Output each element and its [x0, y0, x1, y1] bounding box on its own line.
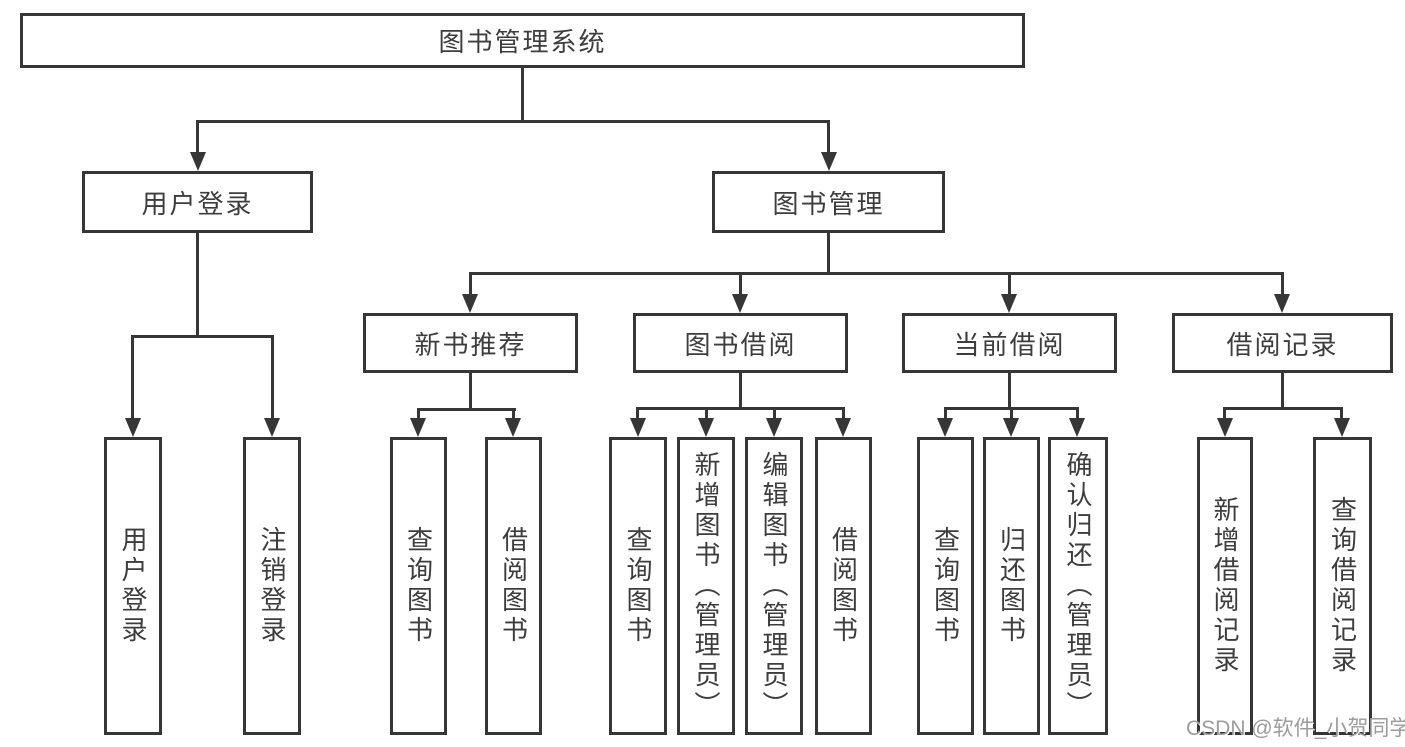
- arrowhead-icon: [1217, 418, 1233, 437]
- connector-segment: [1223, 407, 1226, 420]
- leaf-confirm-return-admin: 确认归还（管理员）: [1048, 437, 1108, 735]
- leaf-add-books-admin: 新增图书（管理员）: [677, 437, 735, 735]
- arrowhead-icon: [732, 294, 748, 313]
- connector-segment: [739, 373, 742, 410]
- node-user-login: 用户登录: [82, 171, 313, 233]
- connector-segment: [271, 335, 274, 418]
- connector-segment: [944, 407, 947, 420]
- connector-segment: [1223, 407, 1343, 410]
- node-new-book-recommend: 新书推荐: [363, 313, 578, 373]
- connector-segment: [1076, 407, 1079, 420]
- connector-segment: [705, 407, 708, 420]
- arrowhead-icon: [462, 294, 478, 313]
- connector-segment: [827, 233, 830, 274]
- node-current-borrow: 当前借阅: [902, 313, 1117, 373]
- connector-segment: [469, 373, 472, 411]
- leaf-query-books-recommend: 查询图书: [390, 437, 447, 735]
- connector-segment: [417, 408, 420, 420]
- arrowhead-icon: [1003, 418, 1019, 437]
- leaf-query-books-borrow: 查询图书: [609, 437, 667, 735]
- connector-segment: [842, 407, 845, 420]
- arrowhead-icon: [1069, 418, 1085, 437]
- arrowhead-icon: [698, 418, 714, 437]
- connector-segment: [636, 407, 639, 420]
- connector-segment: [196, 120, 830, 123]
- connector-segment: [196, 120, 199, 154]
- arrowhead-icon: [1001, 294, 1017, 313]
- arrowhead-icon: [410, 418, 426, 437]
- connector-segment: [827, 120, 830, 154]
- leaf-query-books-current: 查询图书: [917, 437, 974, 735]
- arrowhead-icon: [766, 418, 782, 437]
- connector-segment: [417, 408, 516, 411]
- node-book-borrow: 图书借阅: [633, 313, 848, 373]
- arrowhead-icon: [125, 418, 141, 437]
- leaf-logout: 注销登录: [243, 437, 301, 735]
- arrowhead-icon: [1274, 294, 1290, 313]
- leaf-user-login: 用户登录: [104, 437, 162, 735]
- leaf-query-borrow-record: 查询借阅记录: [1313, 437, 1372, 735]
- arrowhead-icon: [190, 152, 206, 171]
- connector-segment: [131, 335, 134, 418]
- leaf-edit-books-admin: 编辑图书（管理员）: [745, 437, 803, 735]
- leaf-borrow-books-recommend: 借阅图书: [485, 437, 542, 735]
- node-borrow-records: 借阅记录: [1172, 313, 1393, 373]
- connector-segment: [739, 272, 742, 296]
- arrowhead-icon: [937, 418, 953, 437]
- connector-segment: [636, 407, 845, 410]
- leaf-add-borrow-record: 新增借阅记录: [1197, 437, 1253, 735]
- connector-segment: [469, 272, 472, 296]
- leaf-borrow-books: 借阅图书: [815, 437, 872, 735]
- connector-segment: [1340, 407, 1343, 420]
- arrowhead-icon: [835, 418, 851, 437]
- connector-segment: [512, 408, 515, 420]
- arrowhead-icon: [505, 418, 521, 437]
- arrowhead-icon: [264, 418, 280, 437]
- connector-segment: [1281, 272, 1284, 296]
- csdn-watermark: CSDN @软件_小贺同学: [1186, 717, 1405, 740]
- arrowhead-icon: [1334, 418, 1350, 437]
- connector-segment: [469, 272, 1284, 275]
- connector-segment: [1008, 373, 1011, 410]
- connector-segment: [1008, 272, 1011, 296]
- leaf-return-books: 归还图书: [983, 437, 1040, 735]
- connector-segment: [1010, 407, 1013, 420]
- node-book-management: 图书管理: [712, 171, 945, 233]
- arrowhead-icon: [630, 418, 646, 437]
- arrowhead-icon: [821, 152, 837, 171]
- node-library-system: 图书管理系统: [20, 13, 1025, 68]
- connector-segment: [196, 233, 199, 337]
- connector-segment: [521, 68, 524, 122]
- connector-segment: [773, 407, 776, 420]
- connector-segment: [131, 335, 274, 338]
- connector-segment: [1281, 373, 1284, 410]
